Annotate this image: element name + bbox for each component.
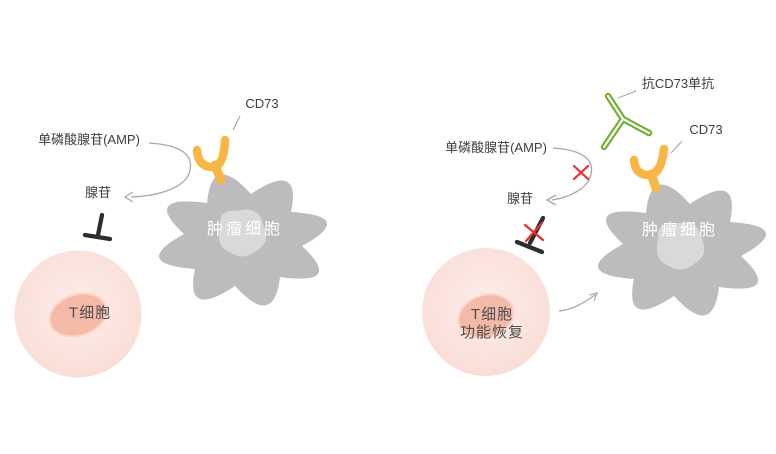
right-antibody-label: 抗CD73单抗 [641, 75, 715, 91]
right-antibody-pointer-line [617, 90, 637, 99]
left-t-cell-label: T细胞 [68, 304, 112, 322]
right-t-cell-label: T细胞 功能恢复 [460, 306, 524, 342]
right-t-cell-nucleus [457, 293, 515, 339]
right-tumor-nucleus [656, 222, 705, 270]
left-inhibition-icon [82, 212, 113, 242]
left-amp-label: 单磷酸腺苷(AMP) [38, 131, 140, 147]
right-t-cell-label-line2: 功能恢复 [459, 324, 525, 341]
right-antibody-icon [600, 92, 653, 151]
right-cd73-receptor-icon [629, 144, 669, 193]
left-amp-conversion-arrow [130, 142, 192, 198]
right-conversion-blocked-cross-icon [572, 164, 590, 181]
right-amp-label: 单磷酸腺苷(AMP) [445, 139, 547, 155]
right-amp-conversion-arrow [551, 147, 593, 201]
left-cd73-receptor-icon [192, 135, 230, 185]
right-t-cell-label-line1: T细胞 [470, 306, 514, 323]
left-tumor-nucleus [218, 209, 267, 257]
right-arrowhead-icon [545, 194, 557, 206]
right-panel-shapes [422, 90, 766, 376]
right-inhibition-blocked-cross-icon [523, 221, 545, 243]
right-attack-arrowhead-icon [589, 292, 599, 301]
left-adenosine-label: 腺苷 [84, 184, 112, 200]
left-cd73-pointer-line [232, 115, 241, 131]
left-tumor-cell-label: 肿瘤细胞 [206, 221, 284, 238]
right-tumor-cell-label: 肿瘤细胞 [641, 222, 719, 239]
right-cd73-pointer-line [670, 140, 683, 154]
right-adenosine-label: 腺苷 [506, 190, 534, 206]
left-arrowhead-icon [123, 191, 134, 203]
left-panel-shapes [14, 115, 327, 378]
right-cd73-label: CD73 [689, 121, 723, 137]
right-t-cell-attack-arrow [558, 294, 596, 312]
left-cd73-label: CD73 [245, 95, 279, 111]
left-t-cell-nucleus [48, 292, 108, 338]
